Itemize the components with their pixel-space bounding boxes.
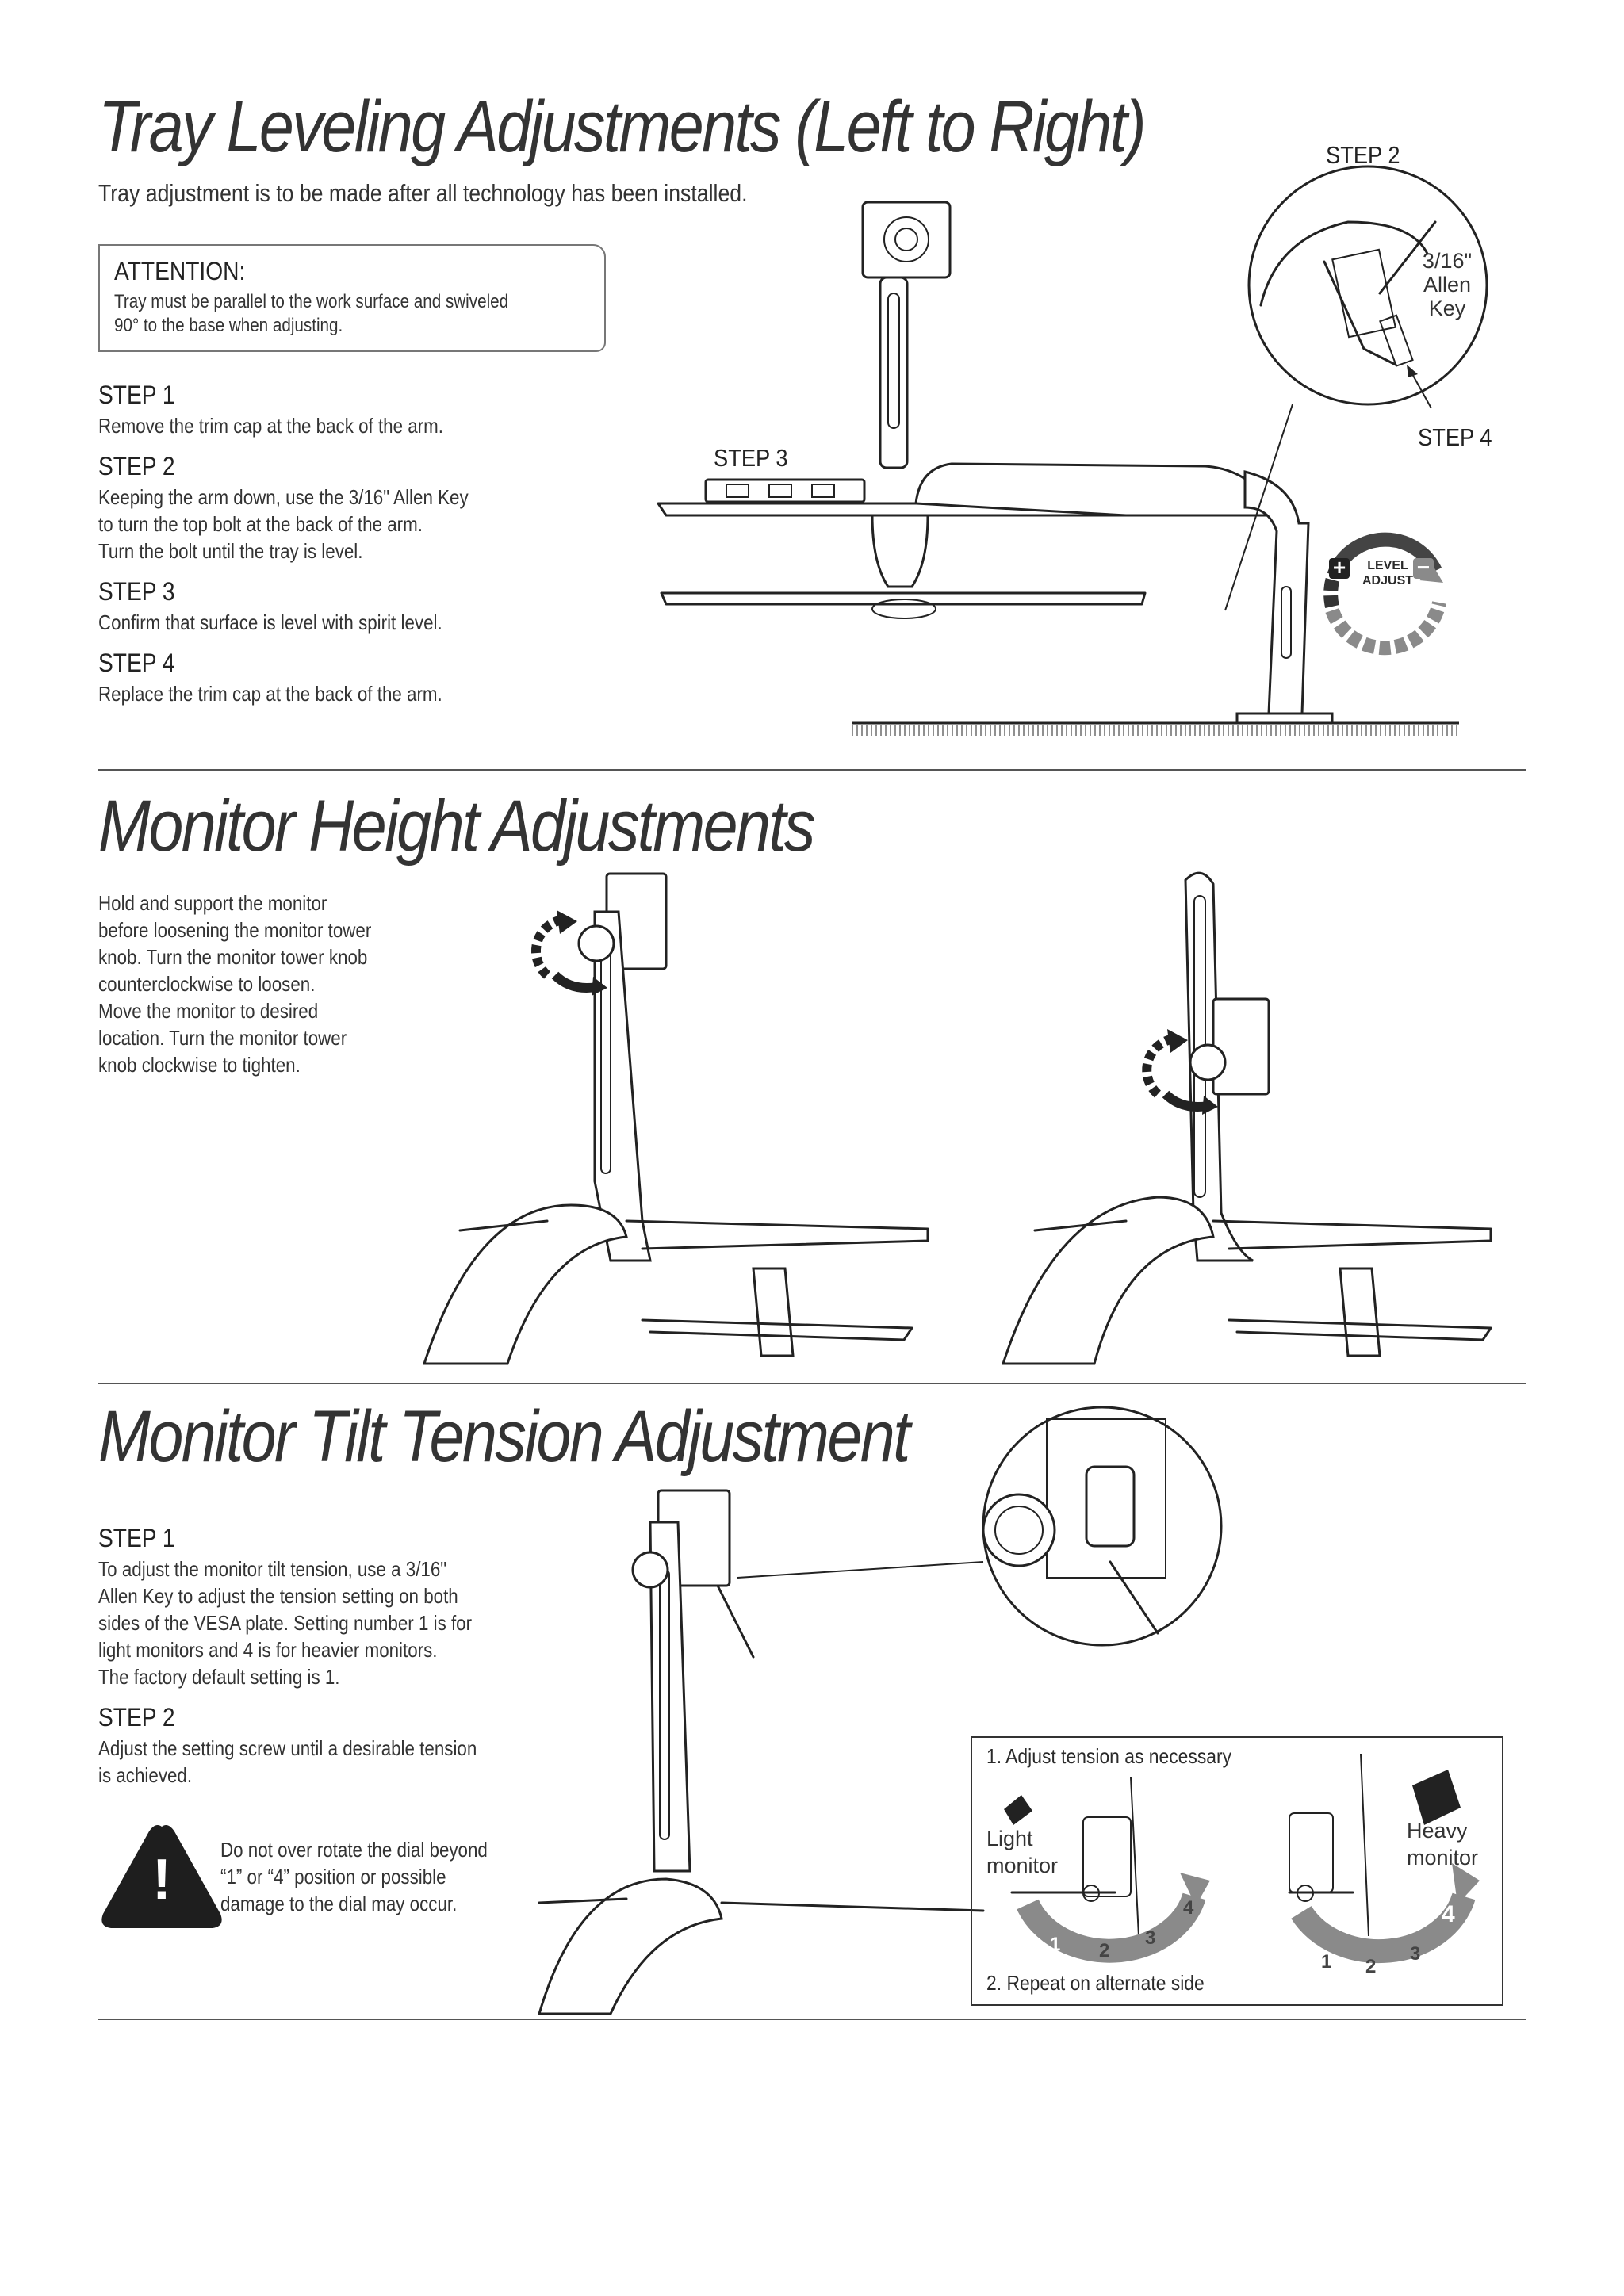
s3-step2-text: Adjust the setting screw until a desirab… [98,1736,477,1787]
level-plus-icon: + [1329,557,1350,579]
s1-step3-heading: STEP 3 [98,577,175,606]
s1-step3-text: Confirm that surface is level with spiri… [98,610,442,634]
s3-step1-text: To adjust the monitor tilt tension, use … [98,1557,473,1689]
s1-step4-text: Replace the trim cap at the back of the … [98,682,442,706]
level-adjust-label: LEVEL ADJUST [1362,559,1414,587]
attention-box: ATTENTION: Tray must be parallel to the … [98,244,606,352]
heavy-dial-3: 3 [1410,1943,1420,1965]
section2-title: Monitor Height Adjustments [98,786,815,867]
divider-3 [98,2019,1526,2020]
heavy-monitor-label: Heavy monitor [1407,1819,1479,1869]
divider-2 [98,1383,1526,1384]
light-dial-2: 2 [1099,1940,1109,1961]
heavy-dial-1: 1 [1321,1951,1331,1973]
callout-allen-key: 3/16" Allen Key [1422,249,1473,320]
callout-step4: STEP 4 [1418,423,1492,451]
s1-step2-text: Keeping the arm down, use the 3/16" Alle… [98,485,469,563]
s1-step1-text: Remove the trim cap at the back of the a… [98,414,443,438]
tension-dial-diagrams: 1 2 3 4 1 2 3 4 [1004,1753,1480,1977]
attention-heading: ATTENTION: [114,257,246,285]
light-dial-3: 3 [1145,1927,1155,1949]
s3-step2-heading: STEP 2 [98,1703,175,1732]
warning-symbol: ! [152,1848,171,1911]
tension-settings-box: 1. Adjust tension as necessary 2. Repeat… [971,1736,1503,2006]
attention-text: Tray must be parallel to the work surfac… [114,291,509,336]
light-dial-4: 4 [1183,1897,1194,1919]
s3-step1-heading: STEP 1 [98,1524,175,1552]
workstation-illustration [657,165,1488,736]
section1-subtitle: Tray adjustment is to be made after all … [98,179,748,207]
divider-1 [98,769,1526,771]
s1-step4-heading: STEP 4 [98,649,175,677]
warning-triangle-icon [102,1825,222,1928]
callout-step3: STEP 3 [714,444,788,472]
s1-step2-heading: STEP 2 [98,452,175,480]
tension-box-top-label: 1. Adjust tension as necessary [986,1744,1232,1768]
light-dial-1: 1 [1050,1934,1060,1955]
level-minus-icon: − [1413,557,1434,579]
s1-step1-heading: STEP 1 [98,381,175,409]
heavy-dial-4: 4 [1442,1901,1455,1927]
section2-text: Hold and support the monitor before loos… [98,891,372,1077]
height-adjust-illustration [422,871,1492,1365]
section3-title: Monitor Tilt Tension Adjustment [98,1396,910,1477]
heavy-dial-2: 2 [1365,1956,1376,1977]
warning-text: Do not over rotate the dial beyond “1” o… [220,1838,488,1915]
callout-step2: STEP 2 [1326,141,1400,169]
light-monitor-label: Light monitor [986,1827,1059,1877]
tension-box-bottom-label: 2. Repeat on alternate side [986,1971,1205,1995]
tilt-tension-illustration [537,1406,1223,2015]
section1-title: Tray Leveling Adjustments (Left to Right… [98,86,1147,167]
